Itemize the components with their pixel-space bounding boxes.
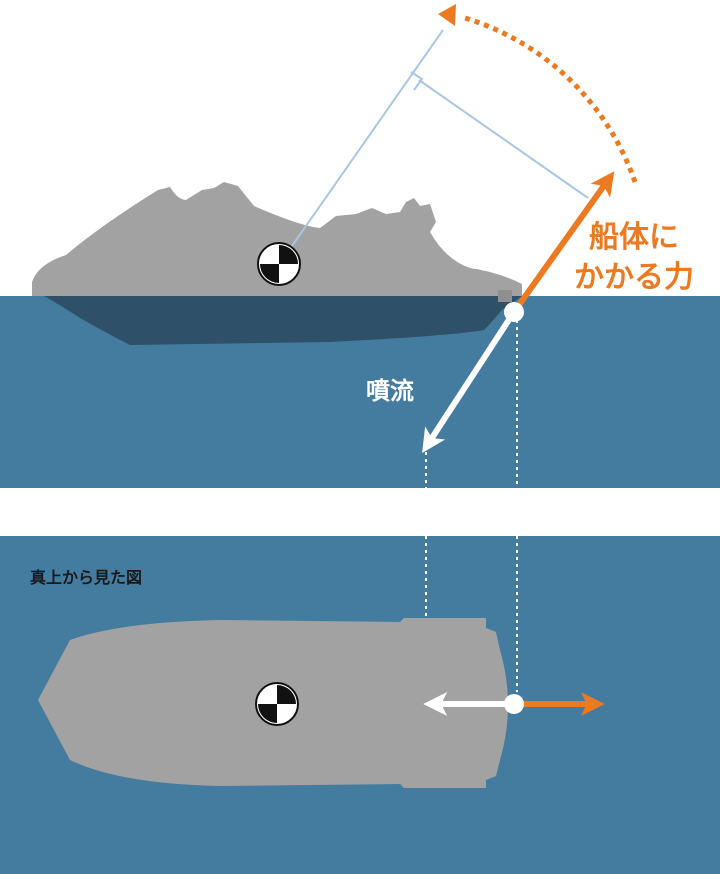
projection-lines xyxy=(425,320,518,700)
jet-ski-side-view xyxy=(32,182,522,345)
guide-line-axis xyxy=(277,29,444,267)
force-label-line-1: 船体に xyxy=(589,220,679,255)
center-of-gravity-icon xyxy=(257,242,301,286)
nozzle-pivot-point-top-view xyxy=(504,694,524,714)
jet-stream-label: 噴流 xyxy=(366,377,414,405)
center-of-gravity-icon xyxy=(255,682,299,726)
jet-stream-arrow xyxy=(422,310,517,454)
dotted-rotation-arrow-icon xyxy=(438,4,638,183)
top-view-caption: 真上から見た図 xyxy=(30,568,143,587)
force-label-line-2: かかる力 xyxy=(574,260,694,295)
moment-arm-guides xyxy=(277,29,589,267)
force-on-hull-arrow xyxy=(511,171,615,314)
hull-below-water xyxy=(44,296,522,345)
nozzle-pivot-point xyxy=(504,302,524,322)
jet-nozzle xyxy=(498,290,512,302)
force-on-hull-label: 船体に かかる力 xyxy=(574,218,694,298)
right-angle-mark xyxy=(410,71,424,91)
guide-line-perpendicular xyxy=(418,79,589,199)
hull-above-water xyxy=(32,182,522,296)
